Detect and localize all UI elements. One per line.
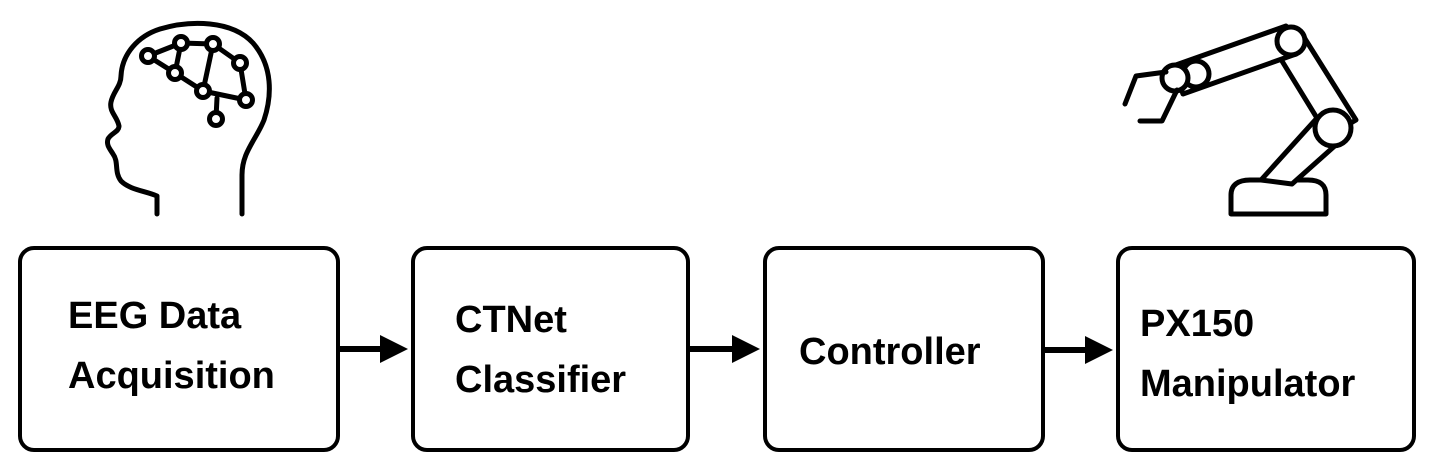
block-label-line: Manipulator (1140, 363, 1356, 405)
arrow-2 (690, 335, 760, 363)
block-controller: Controller (763, 246, 1045, 452)
block-label: CTNet Classifier (455, 290, 626, 410)
block-label-line: EEG Data (68, 295, 242, 337)
block-label-line: PX150 (1140, 303, 1255, 345)
arrow-3 (1045, 336, 1113, 364)
block-label-line: Acquisition (68, 355, 275, 397)
block-label: EEG Data Acquisition (68, 286, 275, 406)
block-label: PX150 Manipulator (1140, 294, 1355, 414)
block-px150-manipulator: PX150 Manipulator (1116, 246, 1416, 452)
block-label-line: CTNet (455, 299, 567, 341)
block-label: Controller (799, 322, 981, 382)
block-eeg-data-acquisition: EEG Data Acquisition (18, 246, 340, 452)
block-label-line: Controller (799, 331, 981, 373)
arrow-1 (340, 335, 408, 363)
block-label-line: Classifier (455, 359, 627, 401)
block-ctnet-classifier: CTNet Classifier (411, 246, 690, 452)
